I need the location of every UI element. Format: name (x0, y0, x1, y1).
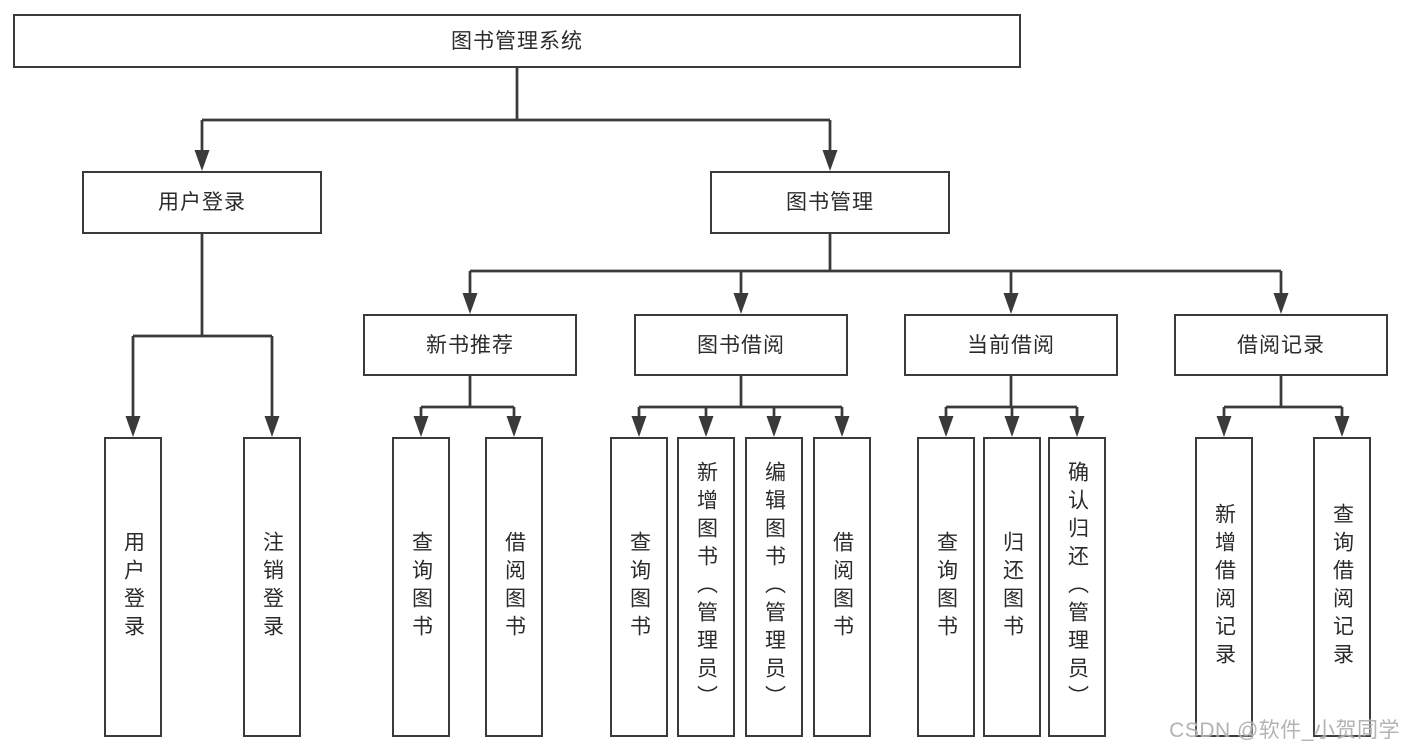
node-bb-query-books-label: 查询图书 (627, 531, 651, 643)
node-logout-action: 注销登录 (243, 437, 301, 737)
node-bb-borrow-books-label: 借阅图书 (830, 531, 854, 643)
node-nr-query-books: 查询图书 (392, 437, 450, 737)
node-cb-query-books: 查询图书 (917, 437, 975, 737)
node-system-root-label: 图书管理系统 (451, 29, 583, 53)
node-bb-edit-books-admin-label: 编辑图书（管理员） (762, 461, 786, 713)
node-bb-add-books-admin-label: 新增图书（管理员） (694, 461, 718, 713)
node-bb-query-books: 查询图书 (610, 437, 668, 737)
node-br-query-record: 查询借阅记录 (1313, 437, 1371, 737)
node-new-book-recommendation: 新书推荐 (363, 314, 577, 376)
node-user-login-action: 用户登录 (104, 437, 162, 737)
node-system-root: 图书管理系统 (13, 14, 1021, 68)
node-new-book-recommendation-label: 新书推荐 (426, 333, 514, 357)
node-br-add-record: 新增借阅记录 (1195, 437, 1253, 737)
node-current-borrowing-label: 当前借阅 (967, 333, 1055, 357)
node-cb-confirm-return-admin-label: 确认归还（管理员） (1065, 461, 1089, 713)
node-bb-edit-books-admin: 编辑图书（管理员） (745, 437, 803, 737)
node-user-login-action-label: 用户登录 (121, 531, 145, 643)
node-book-borrowing: 图书借阅 (634, 314, 848, 376)
node-bb-borrow-books: 借阅图书 (813, 437, 871, 737)
node-book-management: 图书管理 (710, 171, 950, 234)
node-current-borrowing: 当前借阅 (904, 314, 1118, 376)
node-borrowing-records: 借阅记录 (1174, 314, 1388, 376)
node-cb-return-books: 归还图书 (983, 437, 1041, 737)
node-cb-return-books-label: 归还图书 (1000, 531, 1024, 643)
node-br-query-record-label: 查询借阅记录 (1330, 503, 1354, 671)
node-user-login-label: 用户登录 (158, 191, 246, 214)
node-cb-confirm-return-admin: 确认归还（管理员） (1048, 437, 1106, 737)
node-book-management-label: 图书管理 (786, 191, 874, 214)
node-cb-query-books-label: 查询图书 (934, 531, 958, 643)
node-nr-borrow-books: 借阅图书 (485, 437, 543, 737)
node-book-borrowing-label: 图书借阅 (697, 333, 785, 357)
node-user-login: 用户登录 (82, 171, 322, 234)
node-borrowing-records-label: 借阅记录 (1237, 333, 1325, 357)
node-nr-borrow-books-label: 借阅图书 (502, 531, 526, 643)
node-nr-query-books-label: 查询图书 (409, 531, 433, 643)
node-br-add-record-label: 新增借阅记录 (1212, 503, 1236, 671)
csdn-watermark: CSDN @软件_小贺同学 (1169, 719, 1400, 742)
node-logout-action-label: 注销登录 (260, 531, 284, 643)
node-bb-add-books-admin: 新增图书（管理员） (677, 437, 735, 737)
